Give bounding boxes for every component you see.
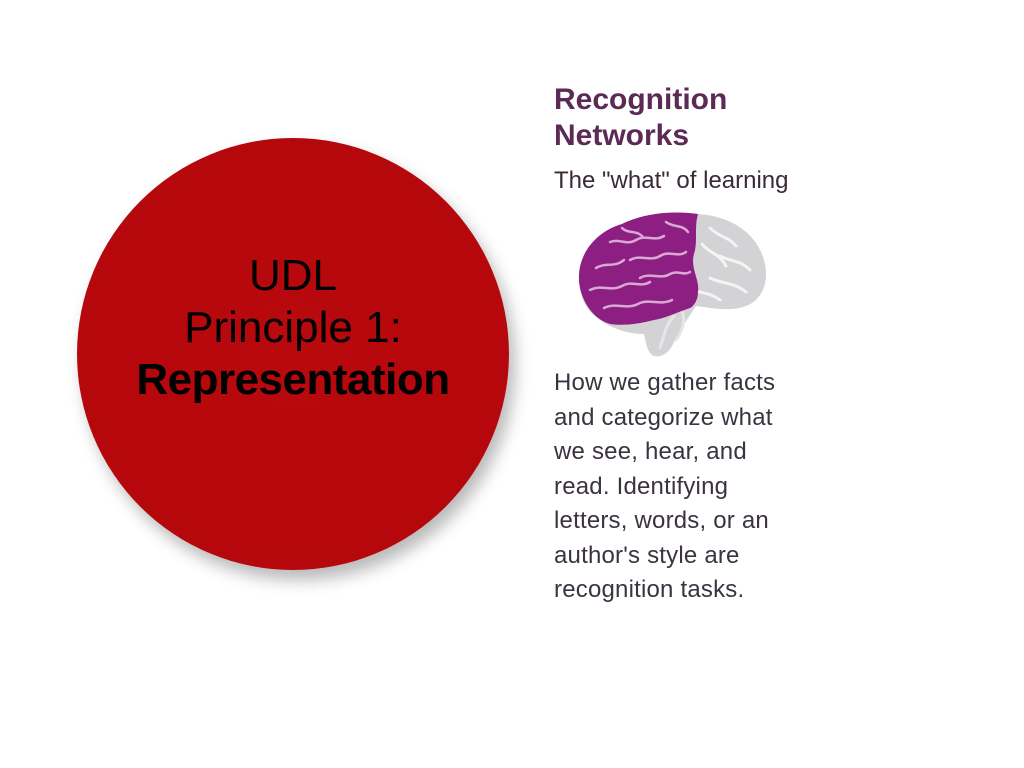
description-line: read. Identifying — [554, 472, 729, 500]
description-line: recognition tasks. — [554, 576, 745, 603]
description-line: How we gather facts — [554, 369, 776, 396]
recognition-networks-card: Recognition Networks The "what" of learn… — [540, 82, 900, 612]
network-title-line1: Recognition — [554, 83, 728, 116]
description-line: we see, hear, and — [554, 438, 747, 465]
principle-acronym: UDL — [248, 251, 338, 300]
description-line: letters, words, or an — [554, 507, 769, 534]
principle-number: Principle 1: — [184, 303, 402, 352]
brain-icon — [578, 212, 766, 357]
network-subtitle: The "what" of learning — [554, 167, 789, 194]
network-title: Recognition Networks — [554, 82, 894, 154]
description-line: author's style are — [554, 541, 740, 569]
principle-circle: UDL Principle 1: Representation — [77, 138, 509, 570]
network-title-line2: Networks — [554, 119, 690, 152]
principle-text: UDL Principle 1: Representation — [77, 250, 509, 406]
brain-highlight — [578, 212, 699, 325]
principle-name: Representation — [136, 355, 450, 404]
network-description: How we gather facts and categorize what … — [554, 366, 884, 608]
description-line: and categorize what — [554, 403, 773, 431]
